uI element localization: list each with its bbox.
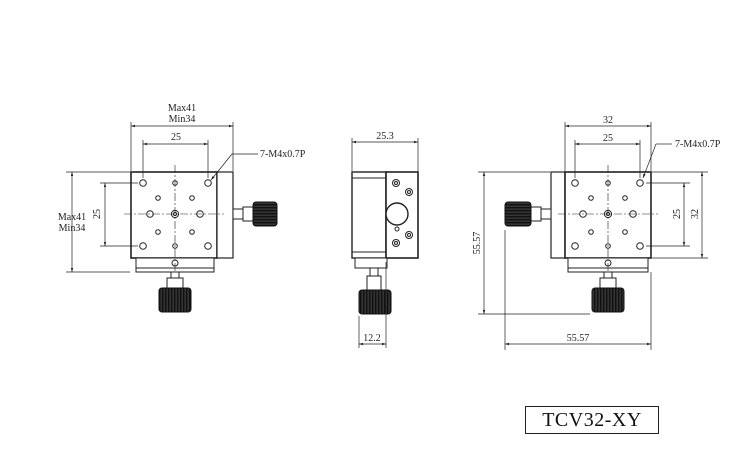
right-view <box>504 165 658 313</box>
front-left-min-label: Min34 <box>59 223 86 234</box>
right-top-holes-label: 25 <box>603 133 613 144</box>
front-view <box>124 165 278 313</box>
right-holes-dim-label: 25 <box>672 209 683 219</box>
side-view-dimensions <box>351 138 419 348</box>
right-bottom-dim-label: 55.57 <box>567 333 590 344</box>
side-bottom-dim-label: 12.2 <box>363 333 381 344</box>
front-top-holes-label: 25 <box>171 132 181 143</box>
side-top-dim-label: 25.3 <box>376 131 394 142</box>
model-title: TCV32-XY <box>525 406 659 434</box>
side-view <box>351 171 419 315</box>
front-top-max-label: Max41 <box>168 103 196 114</box>
front-left-holes-label: 25 <box>92 209 103 219</box>
front-thread-callout: 7-M4x0.7P <box>260 149 306 160</box>
front-left-max-label: Max41 <box>58 212 86 223</box>
right-view-dimensions <box>478 122 708 350</box>
front-view-dimensions <box>66 122 258 273</box>
right-left-dim-label: 55.57 <box>472 232 483 255</box>
right-top-outer-label: 32 <box>603 115 613 126</box>
right-thread-callout: 7-M4x0.7P <box>675 139 721 150</box>
right-outer-dim-label: 32 <box>690 209 701 219</box>
front-top-min-label: Min34 <box>169 114 196 125</box>
